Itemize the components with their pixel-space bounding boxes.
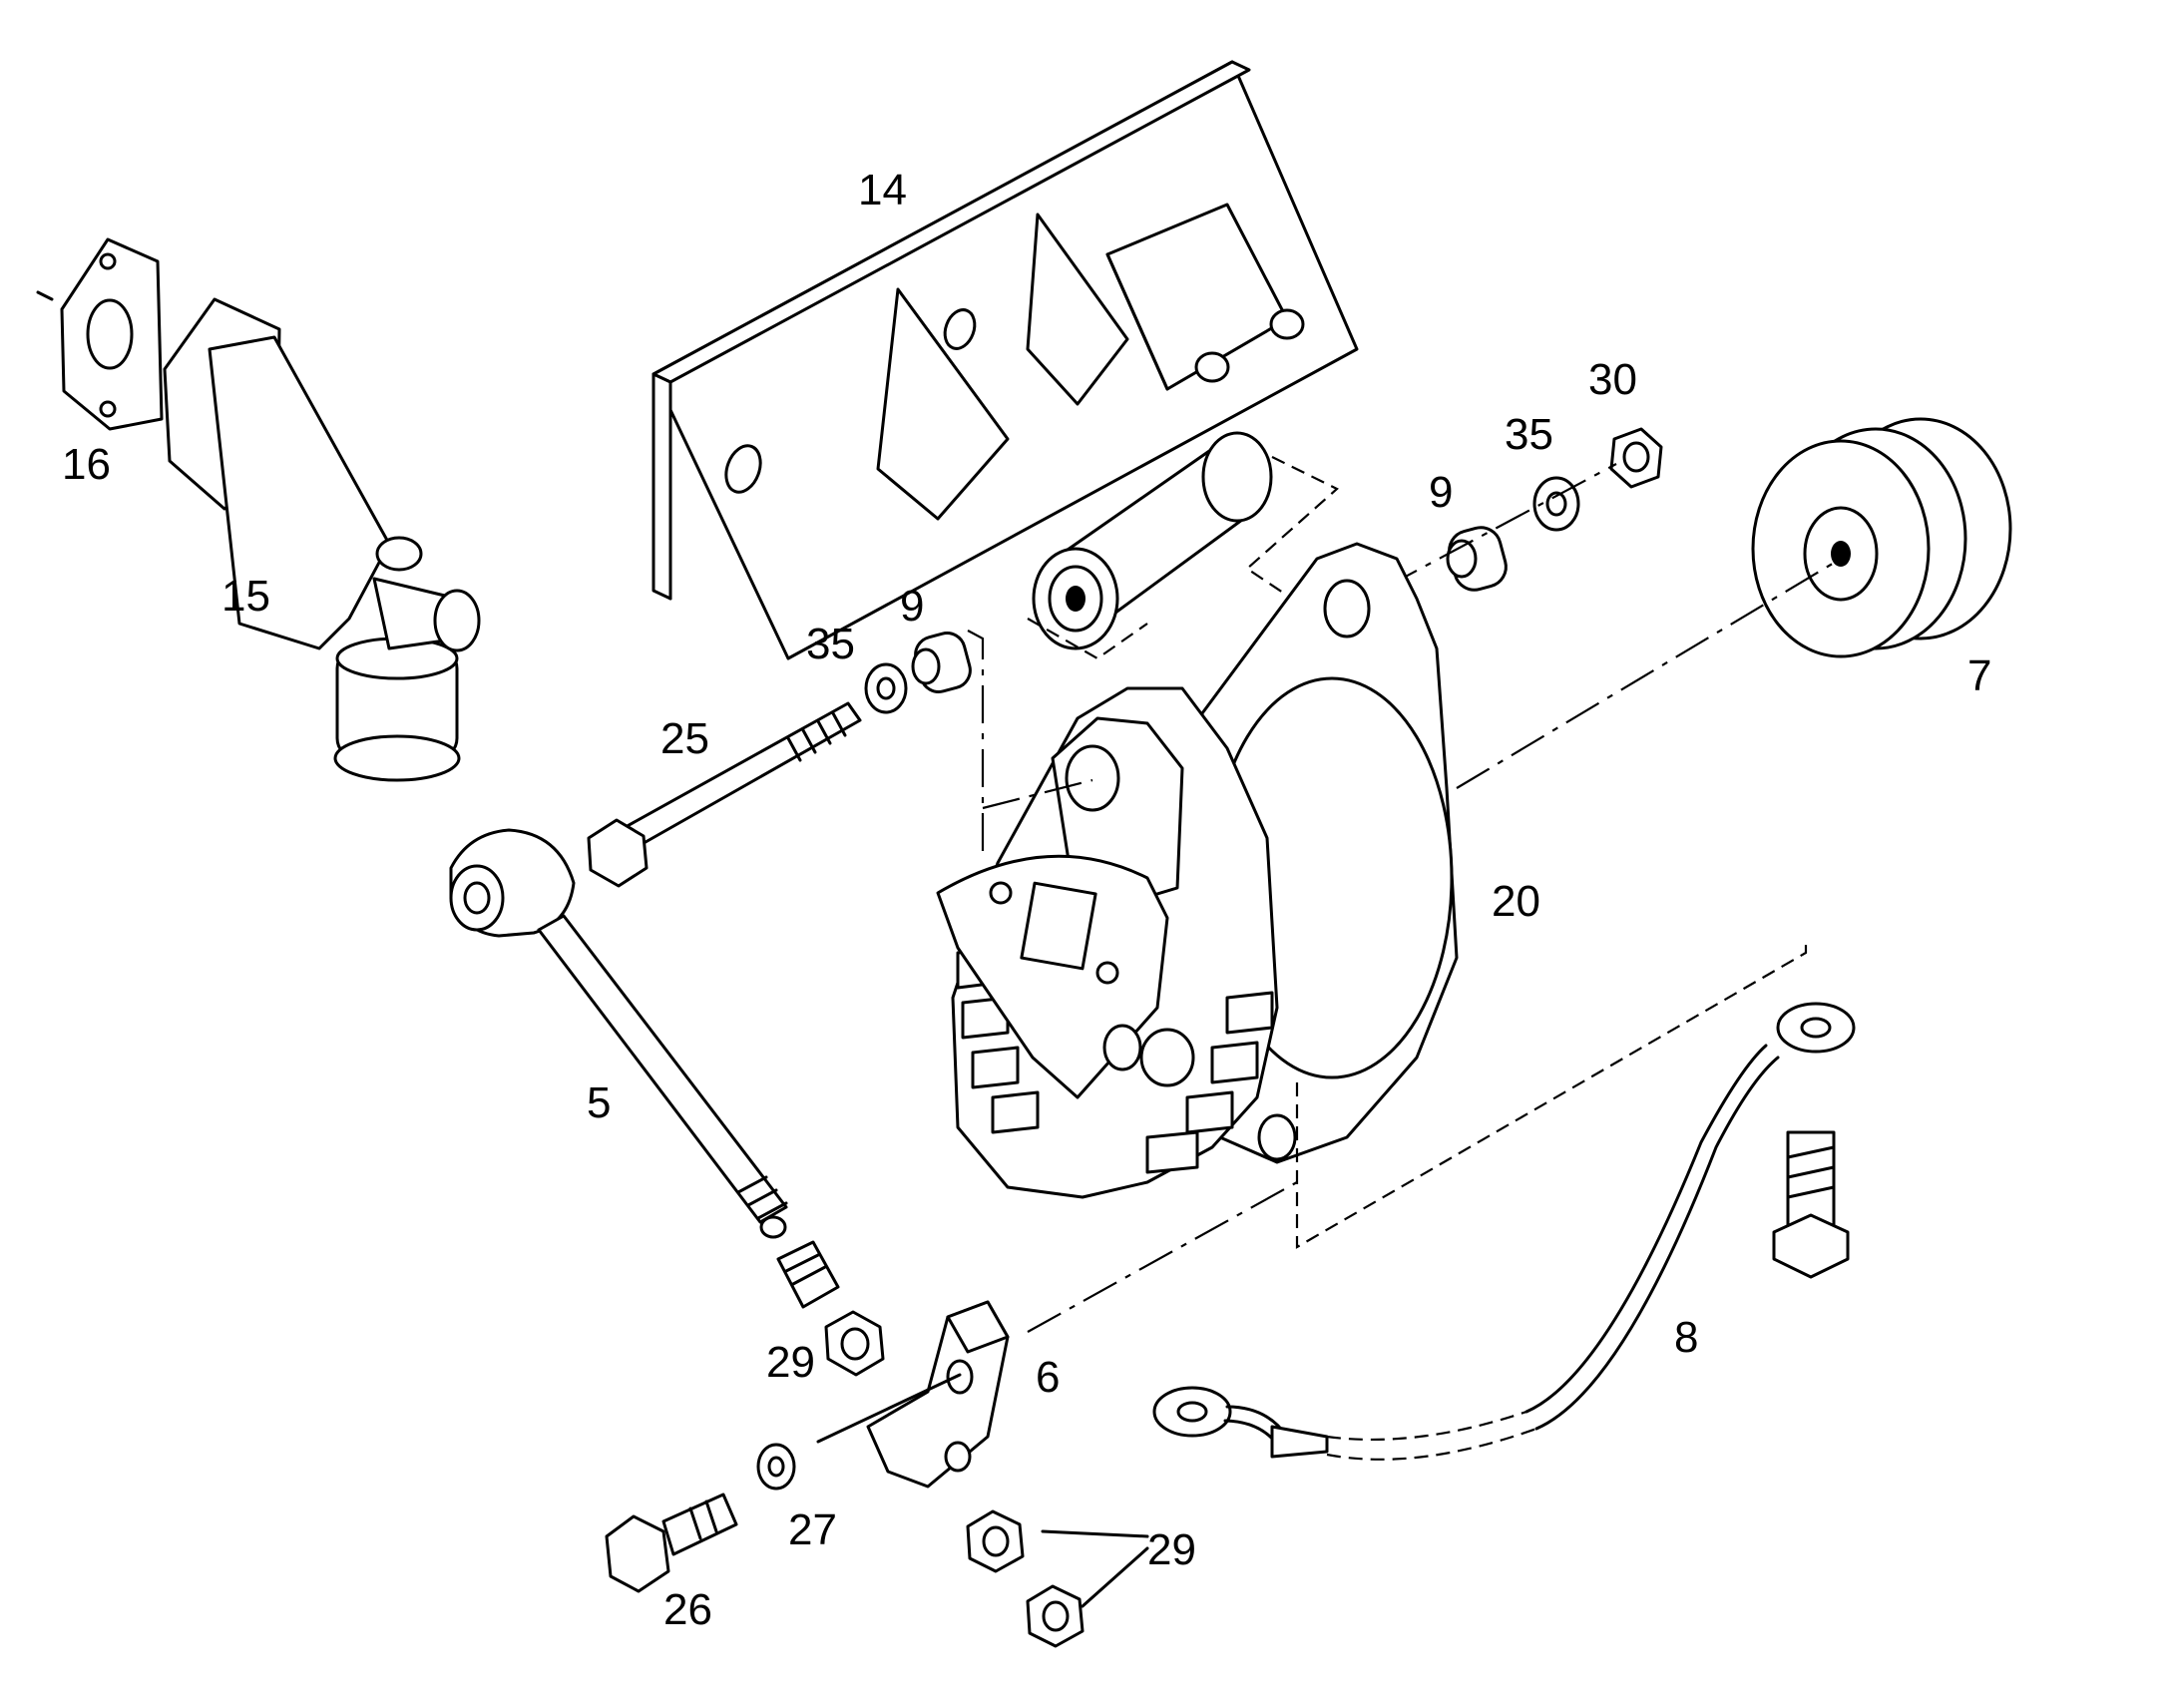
- label-29-lower: 29: [1147, 1525, 1196, 1574]
- label-7: 7: [1967, 651, 1991, 700]
- label-35-right: 35: [1505, 410, 1553, 459]
- bushing-dashed-guide-bottom: [1027, 618, 1148, 660]
- washer-part-35-left: [864, 662, 908, 714]
- label-20: 20: [1492, 877, 1540, 926]
- axis-line-bolt: [982, 778, 1093, 810]
- axis-line-right: [1326, 463, 1617, 620]
- label-25: 25: [660, 714, 709, 763]
- axis-line-pulley: [1456, 558, 1842, 789]
- bushing-part-9-right: [1446, 526, 1508, 592]
- nut-part-29-upper: [824, 1310, 885, 1377]
- nut-part-29-lower-b: [1026, 1584, 1085, 1648]
- bracket-bushing-assembly: [1032, 431, 1273, 650]
- label-29-upper: 29: [766, 1338, 815, 1387]
- nut-part-29-lower-a: [966, 1509, 1025, 1573]
- pulley-part-7: [1751, 417, 2012, 658]
- label-16: 16: [62, 440, 111, 489]
- bushing-part-9-left: [911, 632, 972, 693]
- label-8: 8: [1674, 1313, 1698, 1362]
- elbow-pipe-part-15: [163, 297, 481, 782]
- bracket-block-part-6: [866, 1300, 1010, 1489]
- label-5: 5: [587, 1078, 611, 1127]
- label-15: 15: [221, 572, 270, 621]
- alternator-dashed-guide: [1295, 943, 1808, 1249]
- bushing-dashed-guide-top: [1245, 456, 1339, 600]
- axis-line-block: [1027, 1181, 1298, 1333]
- label-27: 27: [788, 1505, 837, 1554]
- loose-bolt: [1772, 1130, 1850, 1279]
- washer-part-27: [756, 1443, 796, 1491]
- label-35-left: 35: [806, 620, 855, 668]
- nut-part-30: [1609, 427, 1663, 489]
- label-9-right: 9: [1429, 468, 1453, 517]
- adjusting-rod-part-5: [449, 828, 788, 1239]
- label-9-left: 9: [900, 582, 924, 631]
- gasket-part-16: [36, 237, 164, 431]
- axis-line-washer: [816, 1373, 962, 1444]
- alternator-part-20: [936, 542, 1808, 1249]
- ground-cable-part-8: [1152, 1002, 1856, 1461]
- bolt-part-26: [605, 1493, 738, 1593]
- label-26: 26: [663, 1585, 712, 1634]
- bolt-part-25: [587, 701, 862, 888]
- label-30: 30: [1588, 355, 1637, 404]
- label-6: 6: [1036, 1353, 1060, 1402]
- axis-line-left: [967, 630, 985, 858]
- mounting-bracket-part-14: [651, 60, 1359, 660]
- label-14: 14: [858, 166, 907, 214]
- threaded-coupler: [776, 1240, 840, 1309]
